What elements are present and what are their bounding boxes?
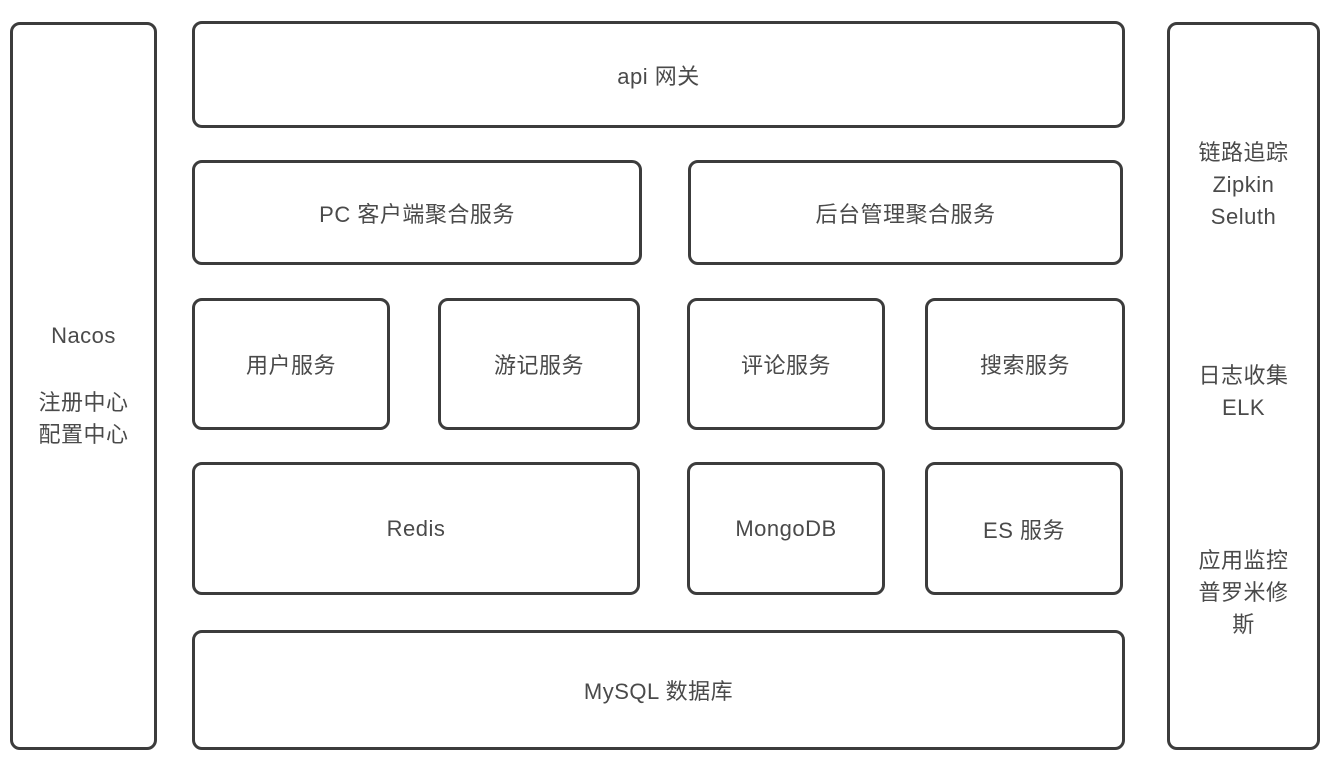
api-gateway-label: api 网关 — [617, 63, 700, 89]
observability-panel: 链路追踪 Zipkin Seluth 日志收集 ELK 应用监控 普罗米修 斯 — [1167, 22, 1320, 750]
user-service-label: 用户服务 — [245, 353, 336, 378]
travel-notes-service-box: 游记服务 — [438, 298, 640, 430]
nacos-panel: Nacos 注册中心 配置中心 — [10, 22, 157, 750]
nacos-title: Nacos — [51, 323, 116, 348]
mongodb-box: MongoDB — [687, 462, 885, 595]
prometheus-label-line2: 斯 — [1232, 612, 1255, 637]
zipkin-label: Zipkin — [1212, 172, 1275, 197]
seluth-label: Seluth — [1210, 204, 1277, 229]
es-service-box: ES 服务 — [925, 462, 1123, 595]
prometheus-label-line1: 普罗米修 — [1198, 580, 1289, 605]
mongodb-label: MongoDB — [735, 515, 837, 541]
mysql-database-label: MySQL 数据库 — [583, 679, 734, 704]
app-monitoring-label: 应用监控 — [1198, 548, 1289, 573]
comment-service-box: 评论服务 — [687, 298, 885, 430]
config-center-label: 配置中心 — [38, 422, 129, 447]
es-service-label: ES 服务 — [983, 517, 1065, 543]
pc-client-aggregation-label: PC 客户端聚合服务 — [319, 201, 515, 227]
registry-center-label: 注册中心 — [38, 390, 129, 415]
link-tracing-label: 链路追踪 — [1198, 140, 1289, 165]
mysql-database-box: MySQL 数据库 — [192, 630, 1125, 750]
app-monitoring-group: 应用监控 普罗米修 斯 — [1170, 545, 1317, 641]
user-service-box: 用户服务 — [192, 298, 390, 430]
admin-aggregation-box: 后台管理聚合服务 — [688, 160, 1123, 265]
log-collection-label: 日志收集 — [1198, 363, 1289, 388]
pc-client-aggregation-box: PC 客户端聚合服务 — [192, 160, 642, 265]
comment-service-label: 评论服务 — [740, 353, 831, 378]
search-service-label: 搜索服务 — [979, 353, 1070, 378]
log-collection-group: 日志收集 ELK — [1170, 360, 1317, 424]
search-service-box: 搜索服务 — [925, 298, 1125, 430]
link-tracing-group: 链路追踪 Zipkin Seluth — [1170, 137, 1317, 233]
redis-label: Redis — [386, 515, 446, 541]
api-gateway-box: api 网关 — [192, 21, 1125, 128]
elk-label: ELK — [1221, 395, 1266, 420]
admin-aggregation-label: 后台管理聚合服务 — [815, 201, 996, 227]
nacos-roles: 注册中心 配置中心 — [13, 387, 154, 451]
travel-notes-service-label: 游记服务 — [493, 353, 584, 378]
redis-box: Redis — [192, 462, 640, 595]
